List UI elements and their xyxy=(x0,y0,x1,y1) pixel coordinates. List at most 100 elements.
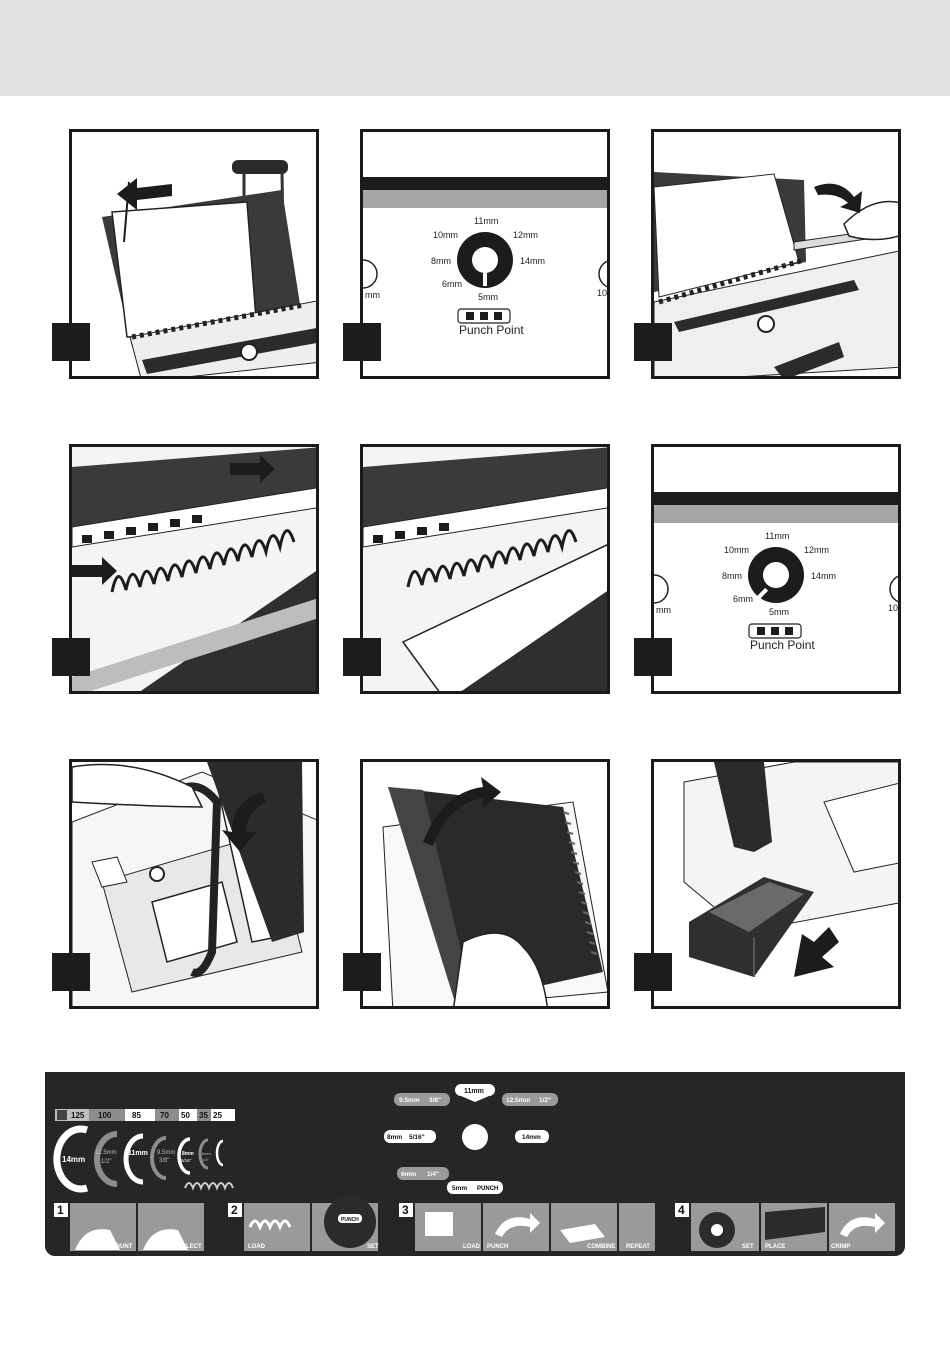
arrow-icon xyxy=(117,178,172,210)
dial-knob-icon xyxy=(748,547,804,603)
arrow-icon xyxy=(495,1213,540,1237)
steps-row: 1 COUNT SELECT 2 PUNCH LOAD SET 3 xyxy=(54,1196,895,1251)
arrow-icon xyxy=(72,557,117,585)
step-card-label: CRIMP xyxy=(831,1244,850,1250)
step-card-label: COUNT xyxy=(111,1244,133,1250)
illustration-finished-book xyxy=(382,777,607,1006)
ring-size-label: 1/2" xyxy=(101,1159,111,1165)
arrow-icon xyxy=(230,455,275,483)
wire-coil-icon xyxy=(406,529,578,588)
punch-point-label: Punch Point xyxy=(459,323,524,337)
capacity-label: 25 xyxy=(213,1111,222,1120)
ring-size-label: 12.5mm xyxy=(95,1150,117,1156)
punch-badge: PUNCH xyxy=(341,1217,359,1223)
step-card-label: SET xyxy=(367,1244,379,1250)
step-number-box xyxy=(634,638,672,676)
ring-size-label: 6mm xyxy=(202,1151,212,1156)
step-number: 2 xyxy=(231,1203,238,1217)
step-card-label: COMBINE xyxy=(587,1244,615,1250)
panel-dial-crimp: 11mm 10mm 12mm 8mm 14mm 6mm 5mm mm 10m P… xyxy=(651,444,901,694)
dial-illustration: 11mm 10mm 12mm 8mm 14mm 6mm 5mm mm 10m P… xyxy=(363,177,607,337)
illustration-punch xyxy=(654,172,898,376)
panel-dial-setting: 11mm 10mm 12mm 8mm 14mm 6mm 5mm mm 10m P… xyxy=(360,129,610,379)
illustration-load-coil xyxy=(72,447,316,691)
ring-size-label: 3/8" xyxy=(159,1158,169,1164)
dial-option: PUNCH xyxy=(477,1186,498,1192)
panel-load-paper xyxy=(69,129,319,379)
hand-icon xyxy=(75,1229,120,1250)
capacity-label: 100 xyxy=(98,1111,112,1120)
dial-label: 12mm xyxy=(804,545,829,555)
dial-option: 14mm xyxy=(522,1134,541,1141)
quick-guide-graphic: 125 100 85 70 50 35 25 14mm 12.5mm 1/2" … xyxy=(53,1084,895,1251)
step-card-label: LOAD xyxy=(248,1244,266,1250)
step-number: 3 xyxy=(402,1203,409,1217)
wire-coil-icon xyxy=(184,1182,234,1191)
dial-label: 14mm xyxy=(811,571,836,581)
dial-label: 5mm xyxy=(478,292,498,302)
ring-size-label: 5/16" xyxy=(181,1158,192,1163)
step-number-box xyxy=(343,323,381,361)
ring-size-label: 9.5mm xyxy=(157,1150,175,1156)
hand-icon xyxy=(843,200,898,241)
panel-finished-book xyxy=(360,759,610,1009)
hand-icon xyxy=(453,932,548,1006)
ring-size-label: 11mm xyxy=(128,1150,148,1157)
quick-reference-guide: 125 100 85 70 50 35 25 14mm 12.5mm 1/2" … xyxy=(45,1072,905,1256)
dial-label: 10mm xyxy=(724,545,749,555)
ring-size-label: 1/4" xyxy=(202,1157,210,1162)
illustration-load-paper xyxy=(102,160,316,376)
capacity-label: 70 xyxy=(160,1111,169,1120)
dial-option: 11mm xyxy=(464,1088,484,1095)
ring-size-label: 8mm xyxy=(182,1151,194,1157)
panel-crimp xyxy=(69,759,319,1009)
step-number-box xyxy=(343,953,381,991)
ring-size-label: 14mm xyxy=(62,1155,85,1164)
dial-label: 6mm xyxy=(733,594,753,604)
step-number-box xyxy=(52,323,90,361)
illustration-coil-inserted xyxy=(363,447,607,691)
dial-label: 6mm xyxy=(442,279,462,289)
capacity-bar: 125 100 85 70 50 35 25 xyxy=(55,1109,235,1121)
dial-knob-icon xyxy=(457,232,513,288)
dial-option: 9.5mm xyxy=(399,1097,420,1104)
step-card-label: REPEAT xyxy=(626,1244,650,1250)
step-number-box xyxy=(52,638,90,676)
capacity-label: 85 xyxy=(132,1111,141,1120)
punch-point-label: Punch Point xyxy=(750,638,815,652)
illustration-crimp xyxy=(72,762,316,1006)
dial-reference: 11mm 9.5mm 3/8" 12.5mm 1/2" 8mm 5/16" 14… xyxy=(384,1084,558,1194)
hand-icon xyxy=(143,1229,188,1250)
dial-label: 14mm xyxy=(520,256,545,266)
step-card-label: PLACE xyxy=(765,1244,785,1250)
step-number-box xyxy=(52,953,90,991)
edge-label: mm xyxy=(656,605,671,615)
edge-label: mm xyxy=(365,290,380,300)
step-number: 4 xyxy=(678,1203,685,1217)
dial-label: 12mm xyxy=(513,230,538,240)
arrow-icon xyxy=(222,792,266,852)
panel-coil-inserted xyxy=(360,444,610,694)
dial-option: 12.5mm xyxy=(506,1097,530,1104)
edge-label: 10m xyxy=(888,603,901,613)
dial-label: 5mm xyxy=(769,607,789,617)
step-card-label: SELECT xyxy=(178,1244,202,1250)
step-card-label: SET xyxy=(742,1244,754,1250)
dial-label: 11mm xyxy=(474,216,498,226)
panel-load-coil xyxy=(69,444,319,694)
step-card-label: PUNCH xyxy=(487,1244,508,1250)
dial-label: 11mm xyxy=(765,531,789,541)
panel-waste-drawer xyxy=(651,759,901,1009)
dial-illustration: 11mm 10mm 12mm 8mm 14mm 6mm 5mm mm 10m P… xyxy=(654,492,901,652)
dial-option: 6mm xyxy=(401,1171,416,1178)
capacity-label: 50 xyxy=(181,1111,190,1120)
wire-coil-icon xyxy=(110,529,296,593)
arrow-icon xyxy=(814,183,862,213)
capacity-label: 35 xyxy=(199,1111,208,1120)
dial-label: 8mm xyxy=(722,571,742,581)
panel-punch-handle xyxy=(651,129,901,379)
dial-option: 8mm xyxy=(387,1134,402,1141)
header-band xyxy=(0,0,950,96)
step-number-box xyxy=(634,323,672,361)
arrow-icon xyxy=(794,927,839,977)
